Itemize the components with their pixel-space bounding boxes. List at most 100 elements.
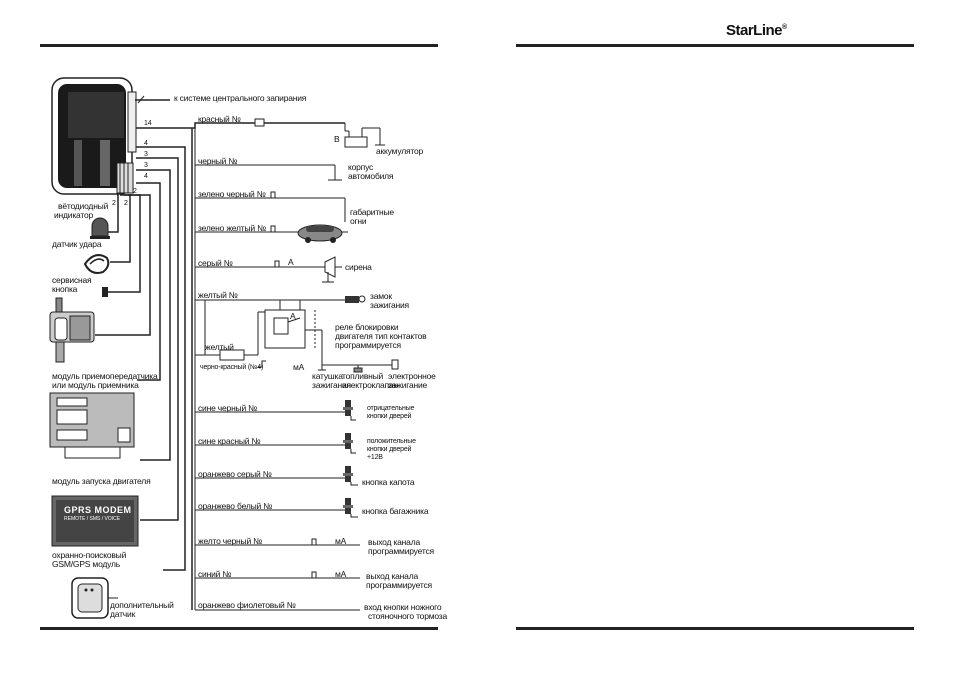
siren-label: сирена: [345, 262, 372, 272]
wire-blue-red: сине красный №: [198, 436, 261, 446]
relay-block: [204, 300, 323, 365]
side-lights-label-1: габаритные: [350, 207, 394, 217]
resistor-icon: [219, 349, 245, 361]
brand-logo: StarLine®: [726, 22, 787, 39]
connector-2c: 2: [133, 188, 137, 195]
extra-sensor-label-1: дополнительный: [110, 600, 174, 610]
electronic-ignition-label-1: электронное: [388, 371, 436, 381]
gprs-modem-icon: [51, 495, 139, 547]
connector-14: 14: [144, 120, 152, 127]
wire-yellow-inner: желтый: [205, 342, 234, 352]
trunk-label: кнопка багажника: [362, 506, 429, 516]
wire-orange-white: оранжево белый №: [198, 501, 273, 511]
ignition-lock-label-1: замок: [370, 291, 392, 301]
electronic-ignition-label-2: зажигание: [388, 380, 428, 390]
wire-green-yellow: зелено желтый №: [198, 223, 267, 233]
coil-label-2: зажигания: [312, 380, 351, 390]
connector-4b: 4: [144, 173, 148, 180]
led-label-1: вётодиодный: [58, 201, 109, 211]
door-switches: [343, 400, 358, 518]
gprs-caption-1: охранно-поисковый: [52, 550, 127, 560]
transceiver-label-2: или модуль приемника: [52, 380, 139, 390]
battery-icon: [344, 123, 385, 148]
fuel-valve-label-2: электроклапан: [342, 380, 398, 390]
connector-3a: 3: [144, 151, 148, 158]
wire-black-red: черно-красный (№4): [200, 364, 264, 371]
engine-start-module-icon: [49, 392, 135, 459]
service-button-icon: [102, 287, 108, 297]
left-header-rule: [40, 44, 438, 47]
door-switch-icon: [343, 433, 353, 449]
trunk-switch-icon: [343, 498, 353, 514]
relay-a-label: A: [290, 311, 296, 321]
transceiver-icon: [49, 297, 95, 363]
battery-label: аккумулятор: [376, 146, 424, 156]
main-unit: [51, 77, 137, 195]
connector-4a: 4: [144, 140, 148, 147]
engine-start-label: модуль запуска двигателя: [52, 476, 151, 486]
relay-label-3: программируется: [335, 340, 401, 350]
led-icon: [90, 217, 110, 239]
extra-sensor-label-2: датчик: [110, 609, 136, 619]
neg-doors-label-1: отрицательные: [367, 405, 415, 412]
right-header-rule: [516, 44, 914, 47]
wire-blue-black: сине черный №: [198, 403, 258, 413]
connector-3b: 3: [144, 162, 148, 169]
relay-label-2: двигателя тип контактов: [335, 331, 427, 341]
siren-icon: [322, 256, 342, 283]
battery-b-label: B: [334, 134, 340, 144]
hood-label: кнопка капота: [362, 477, 415, 487]
gprs-subtitle: REMOTE / SMS / VOICE: [64, 516, 121, 522]
coil-label-1: катушка: [312, 371, 343, 381]
right-footer-rule: [516, 627, 914, 630]
car-icon: [297, 224, 343, 243]
fuel-valve-label-1: топливный: [342, 371, 384, 381]
pos-doors-label-3: +12В: [367, 454, 383, 461]
left-footer-rule: [40, 627, 438, 630]
shock-sensor-icon: [83, 254, 110, 274]
wire-central-lock: к системе центрального запирания: [174, 93, 307, 103]
pulse-symbols: [258, 191, 318, 579]
ma-label-1: мА: [293, 362, 305, 372]
wire-yellow-black: желто черный №: [198, 536, 263, 546]
pos-doors-label-1: положительные: [367, 438, 416, 445]
connector-2b: 2: [112, 200, 116, 207]
hood-switch-icon: [343, 466, 353, 482]
siren-a-label: A: [288, 257, 294, 267]
relay-outputs: [318, 359, 399, 373]
channel1-label-1: выход канала: [368, 537, 420, 547]
channel2-label-1: выход канала: [366, 571, 418, 581]
wire-harness: [95, 95, 345, 610]
ground-label-1: корпус: [348, 162, 374, 172]
gprs-caption-2: GSM/GPS модуль: [52, 559, 121, 569]
handbrake-label-1: вход кнопки ножного: [364, 602, 442, 612]
transceiver-label-1: модуль приемопередатчика: [52, 371, 158, 381]
ground-label-2: автомобиля: [348, 171, 394, 181]
connector-block: [116, 162, 134, 194]
wire-black: черный №: [198, 156, 238, 166]
led-label-2: индикатор: [54, 210, 94, 220]
wire-yellow: желтый №: [198, 290, 238, 300]
wire-blue: синий №: [198, 569, 232, 579]
connector-2a: 2: [124, 200, 128, 207]
wire-orange-violet: оранжево фиолетовый №: [198, 600, 296, 610]
wire-orange-gray: оранжево серый №: [198, 469, 272, 479]
fuse-icon: [254, 118, 265, 127]
service-button-label-2: кнопка: [52, 284, 78, 294]
pos-doors-label-2: кнопки дверей: [367, 446, 412, 453]
wire-red: красный №: [198, 114, 241, 124]
handbrake-label-2: стояночного тормоза: [368, 611, 448, 621]
ma-label-3: мА: [335, 569, 347, 579]
shock-sensor-label: датчик удара: [52, 239, 102, 249]
channel1-label-2: программируется: [368, 546, 434, 556]
channel2-label-2: программируется: [366, 580, 432, 590]
door-switch-icon: [343, 400, 353, 416]
ignition-lock-label-2: зажигания: [370, 300, 409, 310]
relay-label-1: реле блокировки: [335, 322, 399, 332]
wire-gray: серый №: [198, 258, 233, 268]
ma-label-2: мА: [335, 536, 347, 546]
extra-sensor-icon: [71, 577, 118, 619]
neg-doors-label-2: кнопки дверей: [367, 413, 412, 420]
